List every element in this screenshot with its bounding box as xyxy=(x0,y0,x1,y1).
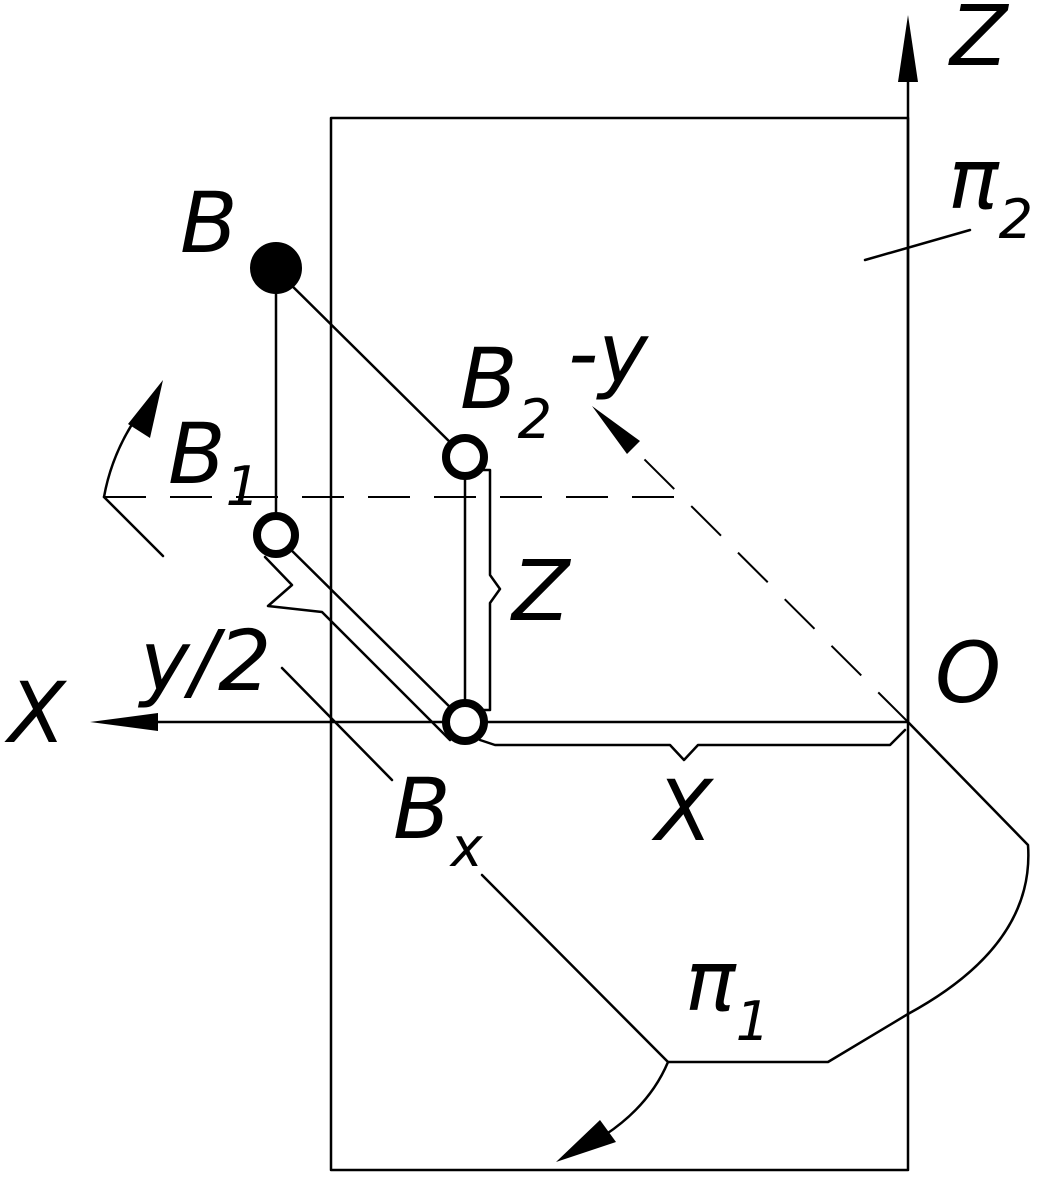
label-point-bx-main: B xyxy=(393,760,451,858)
point-b xyxy=(250,242,302,294)
point-b2 xyxy=(442,434,488,480)
neg-y-arrowhead xyxy=(592,406,640,454)
label-plane-pi1-sub: 1 xyxy=(736,990,770,1053)
label-axis-x: X xyxy=(4,664,68,762)
point-b1 xyxy=(253,512,299,558)
label-point-b1-sub: 1 xyxy=(226,455,260,518)
label-neg-y: -y xyxy=(568,304,649,402)
pi2-leader xyxy=(863,228,972,262)
label-plane-pi1: π1 xyxy=(685,932,770,1053)
neg-y-dashed-line xyxy=(634,449,909,723)
label-point-b: B xyxy=(180,174,238,272)
label-point-b2: B2 xyxy=(460,330,552,451)
point-bx xyxy=(442,699,488,745)
x-axis-arrowhead xyxy=(90,713,158,731)
bx-leader-lower xyxy=(480,873,670,1064)
x-dimension-brace xyxy=(478,728,907,762)
rotation-arrow-bottom xyxy=(603,1060,670,1137)
label-plane-pi2: π2 xyxy=(948,130,1033,251)
label-point-bx: Bx xyxy=(393,760,484,879)
bx-leader-upper xyxy=(280,666,394,782)
projector-b-to-b2 xyxy=(274,268,467,459)
label-point-b1-main: B xyxy=(168,405,226,503)
z-axis-arrowhead xyxy=(898,15,918,82)
label-point-bx-sub: x xyxy=(449,816,484,879)
label-point-b2-sub: 2 xyxy=(518,388,552,451)
label-origin: O xyxy=(935,624,1001,722)
label-point-b2-main: B xyxy=(460,330,518,428)
y-half-dimension-brace xyxy=(263,555,452,742)
pi1-leader xyxy=(666,720,1030,1064)
rotation-arrow-left-head xyxy=(128,380,163,438)
rotation-arrow-bottom-head xyxy=(556,1120,616,1162)
label-axis-z: Z xyxy=(948,0,1010,85)
label-z-dimension: Z xyxy=(510,542,572,640)
label-y-half: y/2 xyxy=(137,612,271,710)
rotation-arrow-left-tick xyxy=(102,495,165,558)
z-dimension-brace xyxy=(466,468,502,712)
label-plane-pi2-main: π xyxy=(948,130,1000,228)
label-plane-pi2-sub: 2 xyxy=(999,188,1033,251)
label-point-b1: B1 xyxy=(168,405,260,518)
projector-b1-to-bx xyxy=(274,533,467,724)
label-x-dimension: X xyxy=(651,762,715,860)
label-plane-pi1-main: π xyxy=(685,932,737,1030)
